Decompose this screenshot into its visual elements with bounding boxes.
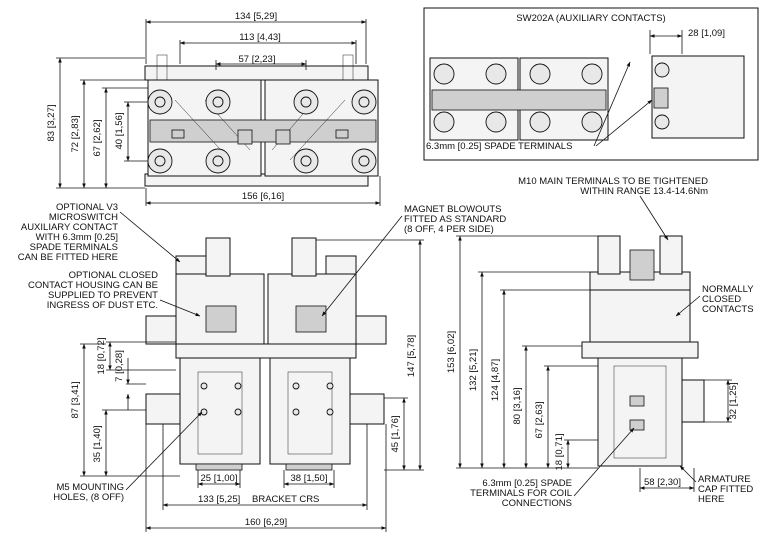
side-view: M10 MAIN TERMINALS TO BE TIGHTENED WITHI… — [446, 176, 754, 509]
top-view: 134 [5,29] 113 [4,43] 57 [2,23] 83 [3,27… — [46, 11, 381, 206]
dim-38: 38 [1,50] — [291, 473, 328, 484]
dim-28: 28 [1,09] — [688, 28, 725, 39]
note-coil-spade: 6.3mm [0.25] SPADE TERMINALS FOR COIL CO… — [470, 478, 572, 509]
dim-25: 25 [1,00] — [201, 473, 238, 484]
note-housing: OPTIONAL CLOSED CONTACT HOUSING CAN BE S… — [28, 270, 158, 311]
dim-35: 35 [1,40] — [92, 426, 103, 463]
dim-18-front: 18 [0,72] — [96, 338, 107, 375]
aux-inset-title: SW202A (AUXILIARY CONTACTS) — [516, 13, 665, 24]
dim-57: 57 [2,23] — [239, 54, 276, 65]
svg-text:OPTIONAL CLOSED: OPTIONAL CLOSED — [69, 270, 159, 281]
note-nc: NORMALLY CLOSED CONTACTS — [702, 284, 754, 315]
dim-40: 40 [1,56] — [114, 113, 125, 150]
svg-text:INGRESS OF DUST ETC.: INGRESS OF DUST ETC. — [47, 300, 158, 311]
dim-18-side: 18 [0,71] — [554, 434, 565, 471]
bracket-crs: BRACKET CRS — [252, 494, 319, 505]
dim-58: 58 [2,30] — [644, 477, 681, 488]
dim-83: 83 [3,27] — [46, 105, 57, 142]
dim-45: 45 [1,76] — [390, 416, 401, 453]
svg-text:HERE: HERE — [698, 494, 724, 505]
dim-32: 32 [1,25] — [728, 383, 739, 420]
svg-text:CAN BE FITTED HERE: CAN BE FITTED HERE — [18, 252, 118, 263]
svg-text:FITTED AS STANDARD: FITTED AS STANDARD — [404, 214, 506, 225]
note-m10: M10 MAIN TERMINALS TO BE TIGHTENED WITHI… — [518, 176, 708, 197]
aux-spade-note: 6.3mm [0.25] SPADE TERMINALS — [426, 141, 572, 152]
dim-156: 156 [6,16] — [242, 191, 284, 202]
note-armature: ARMATURE CAP FITTED HERE — [698, 474, 753, 505]
dim-160: 160 [6,29] — [245, 517, 287, 528]
svg-text:6.3mm [0.25] SPADE: 6.3mm [0.25] SPADE — [482, 478, 572, 489]
svg-text:WITH 6.3mm [0.25]: WITH 6.3mm [0.25] — [36, 232, 118, 243]
dim-124: 124 [4,87] — [490, 359, 501, 401]
top-bracket-upper — [144, 65, 369, 81]
dim-133: 133 [5,25] — [198, 494, 240, 505]
dim-132: 132 [5,21] — [468, 349, 479, 391]
note-blowouts: MAGNET BLOWOUTS FITTED AS STANDARD (8 OF… — [404, 204, 506, 235]
svg-text:M10 MAIN TERMINALS TO BE TIGHT: M10 MAIN TERMINALS TO BE TIGHTENED — [518, 176, 708, 187]
dim-7: 7 [0,28] — [114, 350, 125, 382]
svg-text:SPADE TERMINALS: SPADE TERMINALS — [30, 242, 118, 253]
svg-text:M5 MOUNTING: M5 MOUNTING — [56, 482, 124, 493]
svg-text:HOLES, (8 OFF): HOLES, (8 OFF) — [53, 492, 124, 503]
svg-text:AUXILIARY CONTACT: AUXILIARY CONTACT — [21, 222, 118, 233]
note-mounting: M5 MOUNTING HOLES, (8 OFF) — [53, 482, 124, 503]
dim-113: 113 [4,43] — [239, 32, 281, 43]
note-microswitch: OPTIONAL V3 MICROSWITCH AUXILIARY CONTAC… — [18, 202, 118, 263]
svg-text:CAP FITTED: CAP FITTED — [698, 484, 753, 495]
svg-text:CONNECTIONS: CONNECTIONS — [502, 498, 572, 509]
svg-text:MAGNET BLOWOUTS: MAGNET BLOWOUTS — [404, 204, 501, 215]
svg-text:SUPPLIED TO PREVENT: SUPPLIED TO PREVENT — [48, 290, 158, 301]
dim-147: 147 [5,78] — [406, 335, 417, 377]
svg-text:WITHIN RANGE 13.4-14.6Nm: WITHIN RANGE 13.4-14.6Nm — [580, 186, 708, 197]
svg-text:CLOSED: CLOSED — [702, 294, 741, 305]
dim-80: 80 [3,16] — [512, 388, 523, 425]
dim-67: 67 [2,62] — [92, 120, 103, 157]
dim-134: 134 [5,29] — [235, 11, 277, 22]
svg-text:(8 OFF, 4 PER SIDE): (8 OFF, 4 PER SIDE) — [404, 224, 494, 235]
svg-text:ARMATURE: ARMATURE — [698, 474, 751, 485]
side-coil — [597, 357, 683, 467]
side-housing — [589, 289, 691, 343]
dim-87: 87 [3,41] — [70, 382, 81, 419]
svg-text:TERMINALS FOR COIL: TERMINALS FOR COIL — [470, 488, 572, 499]
front-coil-left — [179, 357, 261, 465]
svg-text:OPTIONAL V3: OPTIONAL V3 — [56, 202, 118, 213]
front-coil-right — [269, 357, 351, 465]
svg-text:MICROSWITCH: MICROSWITCH — [49, 212, 118, 223]
aux-inset: SW202A (AUXILIARY CONTACTS) 28 [1,09] 6.… — [423, 7, 759, 161]
top-terminal-bolts — [147, 89, 377, 174]
dim-72: 72 [2,83] — [70, 116, 81, 153]
dim-67-side: 67 [2,63] — [534, 402, 545, 439]
svg-text:NORMALLY: NORMALLY — [702, 284, 754, 295]
dim-153: 153 [6,02] — [446, 331, 457, 373]
svg-text:CONTACTS: CONTACTS — [702, 304, 754, 315]
front-view: OPTIONAL V3 MICROSWITCH AUXILIARY CONTAC… — [18, 202, 506, 532]
svg-text:CONTACT HOUSING CAN BE: CONTACT HOUSING CAN BE — [28, 280, 158, 291]
